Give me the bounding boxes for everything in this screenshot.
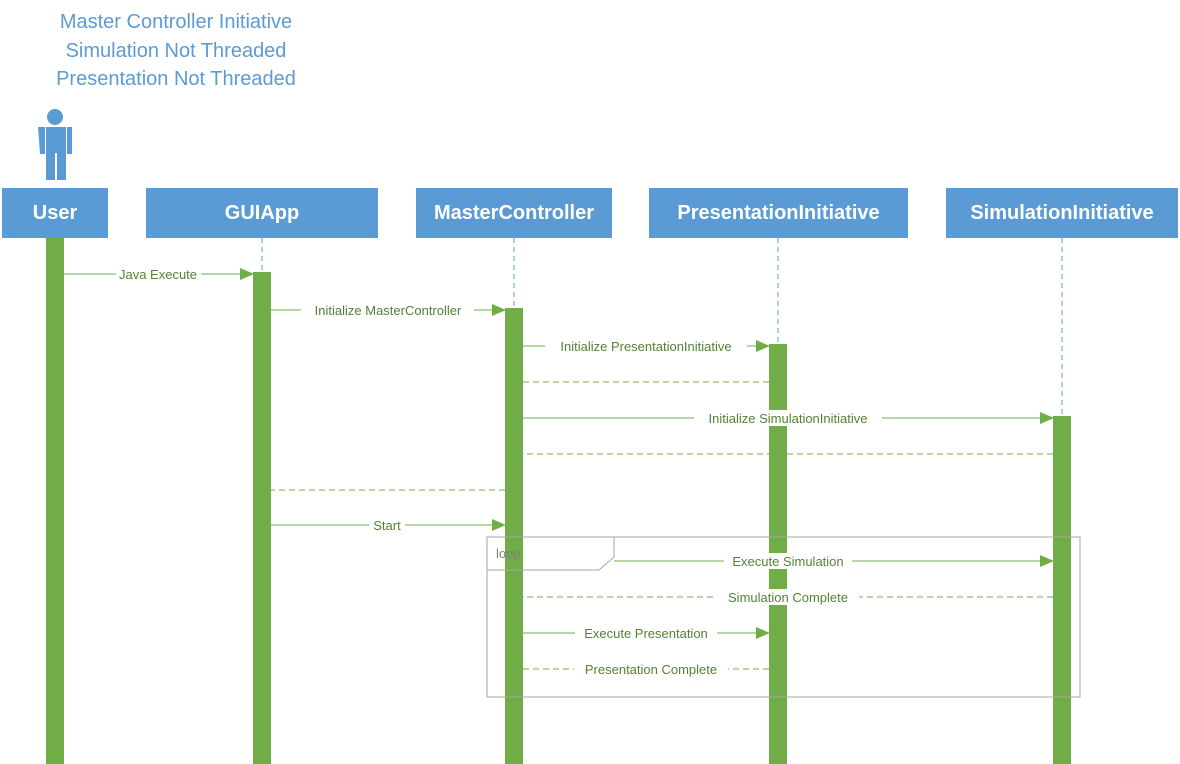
message-initialize-presentationinitiative: Initialize PresentationInitiative bbox=[523, 338, 770, 354]
message-java-execute: Java Execute bbox=[64, 266, 254, 282]
diagram-title: Master Controller Initiative Simulation … bbox=[0, 8, 352, 94]
message-presentation-complete: Presentation Complete bbox=[523, 661, 769, 677]
message-initialize-mastercontroller: Initialize MasterController bbox=[271, 302, 506, 318]
activation-user bbox=[46, 238, 64, 764]
activation-guiapp bbox=[253, 272, 271, 764]
lifeline-header-user: User bbox=[2, 188, 108, 238]
message-label-initialize-presentationinitiative: Initialize PresentationInitiative bbox=[560, 339, 731, 354]
message-label-initialize-mastercontroller: Initialize MasterController bbox=[315, 303, 462, 318]
message-initialize-simulationinitiative: Initialize SimulationInitiative bbox=[523, 410, 1054, 426]
message-execute-presentation: Execute Presentation bbox=[523, 625, 770, 641]
message-label-execute-simulation: Execute Simulation bbox=[732, 554, 843, 569]
title-line-3: Presentation Not Threaded bbox=[56, 68, 296, 90]
message-label-start: Start bbox=[373, 518, 401, 533]
lifeline-header-guiapp: GUIApp bbox=[146, 188, 378, 238]
person-icon bbox=[38, 109, 72, 180]
title-line-1: Master Controller Initiative bbox=[59, 11, 293, 33]
title-line-2: Simulation Not Threaded bbox=[65, 39, 287, 62]
lifeline-header-presentationinitiative: PresentationInitiative bbox=[649, 188, 908, 238]
message-label-simulation-complete: Simulation Complete bbox=[728, 590, 848, 605]
lifeline-header-mastercontroller: MasterController bbox=[416, 188, 612, 238]
message-start: Start bbox=[271, 517, 506, 533]
message-label-java-execute: Java Execute bbox=[119, 267, 197, 282]
activation-mastercontroller bbox=[505, 308, 523, 764]
message-execute-simulation: Execute Simulation bbox=[614, 553, 1054, 569]
message-label-presentation-complete: Presentation Complete bbox=[585, 662, 717, 677]
loop-label: loop bbox=[496, 546, 521, 561]
message-label-initialize-simulationinitiative: Initialize SimulationInitiative bbox=[709, 411, 868, 426]
message-label-execute-presentation: Execute Presentation bbox=[584, 626, 708, 641]
activation-simulation bbox=[1053, 416, 1071, 764]
loop-fragment: loop bbox=[486, 536, 1081, 698]
lifeline-header-simulationinitiative: SimulationInitiative bbox=[946, 188, 1178, 238]
message-simulation-complete: Simulation Complete bbox=[523, 589, 1053, 605]
